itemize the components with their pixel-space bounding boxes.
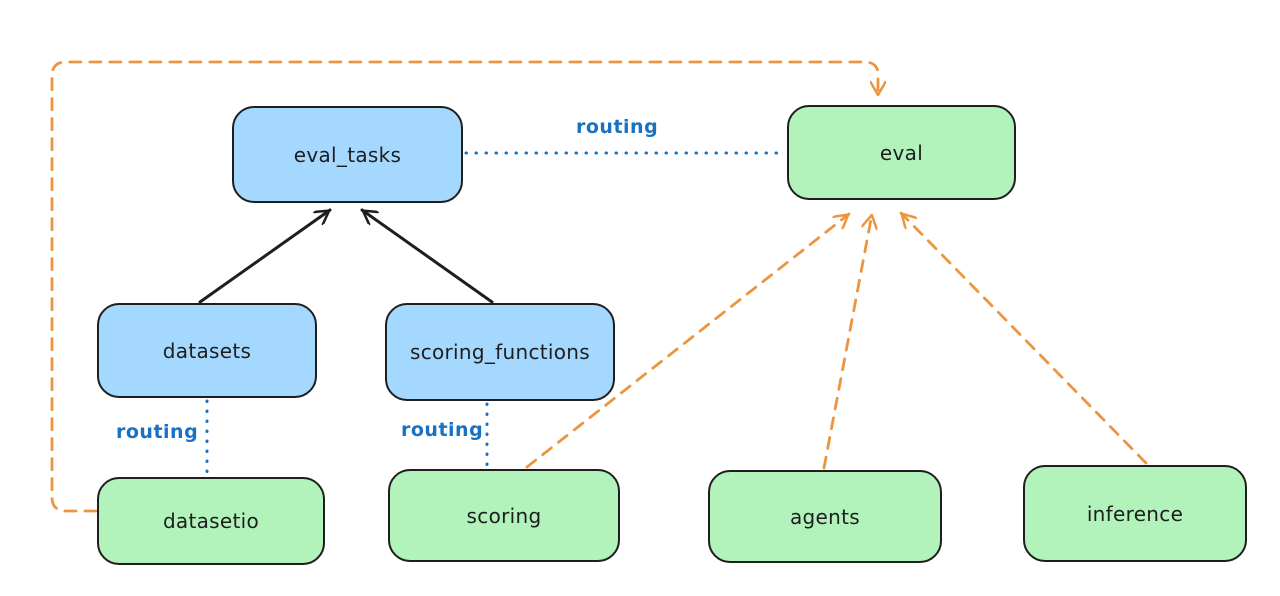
node-scoring: scoring (388, 469, 620, 562)
node-eval-tasks-label: eval_tasks (293, 142, 402, 167)
node-datasets-label: datasets (162, 338, 252, 363)
edge-datasets-to-eval-tasks (198, 208, 332, 304)
node-datasets: datasets (97, 303, 317, 398)
node-scoring-functions-label: scoring_functions (409, 340, 591, 364)
node-scoring-label: scoring (466, 503, 542, 528)
edge-agents-to-eval (822, 212, 872, 470)
node-agents-label: agents (790, 504, 860, 529)
node-agents: agents (708, 470, 942, 563)
node-eval-label: eval (879, 140, 924, 165)
edge-scoring-to-eval (525, 212, 851, 469)
node-datasetio-label: datasetio (162, 509, 260, 533)
node-scoring-functions: scoring_functions (385, 303, 615, 401)
routing-label-datasets-datasetio: routing (116, 421, 199, 443)
routing-label-scoring-functions-scoring: routing (401, 419, 484, 441)
routing-label-eval-tasks-eval: routing (576, 116, 659, 138)
edge-datasetio-to-eval (50, 60, 878, 513)
node-eval: eval (787, 105, 1016, 200)
node-inference: inference (1023, 465, 1247, 562)
node-inference-label: inference (1086, 501, 1184, 526)
node-eval-tasks: eval_tasks (232, 106, 463, 203)
node-datasetio: datasetio (97, 477, 325, 565)
edge-scoring-functions-to-eval-tasks (360, 208, 494, 304)
edge-inference-to-eval (899, 211, 1148, 465)
